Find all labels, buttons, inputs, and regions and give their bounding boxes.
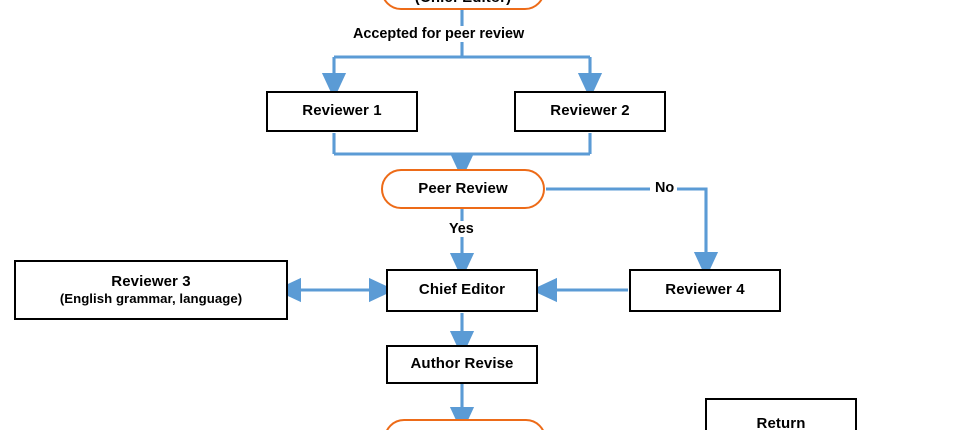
node-reviewer-1-title: Reviewer 1	[302, 102, 382, 120]
node-chief-editor-top[interactable]: (Chief Editor)	[381, 0, 545, 10]
node-reviewer-3-subtitle: (English grammar, language)	[59, 290, 243, 306]
edge-label-no: No	[652, 180, 678, 196]
edge-label-accepted: Accepted for peer review	[350, 26, 528, 42]
node-chief-editor-top-subtitle: (Chief Editor)	[415, 0, 511, 7]
node-peer-review[interactable]: Peer Review	[381, 169, 545, 209]
node-author-revise[interactable]: Author Revise	[386, 345, 538, 384]
node-reviewer-3[interactable]: Reviewer 3 (English grammar, language)	[14, 260, 288, 320]
node-chief-editor[interactable]: Chief Editor	[386, 269, 538, 312]
node-return-title: Return	[756, 415, 806, 430]
node-reviewer-1[interactable]: Reviewer 1	[266, 91, 418, 132]
node-return[interactable]: Return	[705, 398, 857, 430]
node-chief-editor-title: Chief Editor	[418, 281, 506, 299]
node-reviewer-2[interactable]: Reviewer 2	[514, 91, 666, 132]
node-author-revise-title: Author Revise	[410, 355, 514, 373]
node-bottom-oval[interactable]	[384, 419, 546, 430]
edge-no-to-reviewer4	[676, 187, 719, 279]
node-reviewer-3-title: Reviewer 3	[111, 273, 191, 291]
node-reviewer-2-title: Reviewer 2	[550, 102, 630, 120]
edge-label-yes: Yes	[446, 221, 477, 237]
node-peer-review-title: Peer Review	[418, 179, 508, 197]
node-reviewer-4-title: Reviewer 4	[665, 281, 745, 299]
node-reviewer-4[interactable]: Reviewer 4	[629, 269, 781, 312]
